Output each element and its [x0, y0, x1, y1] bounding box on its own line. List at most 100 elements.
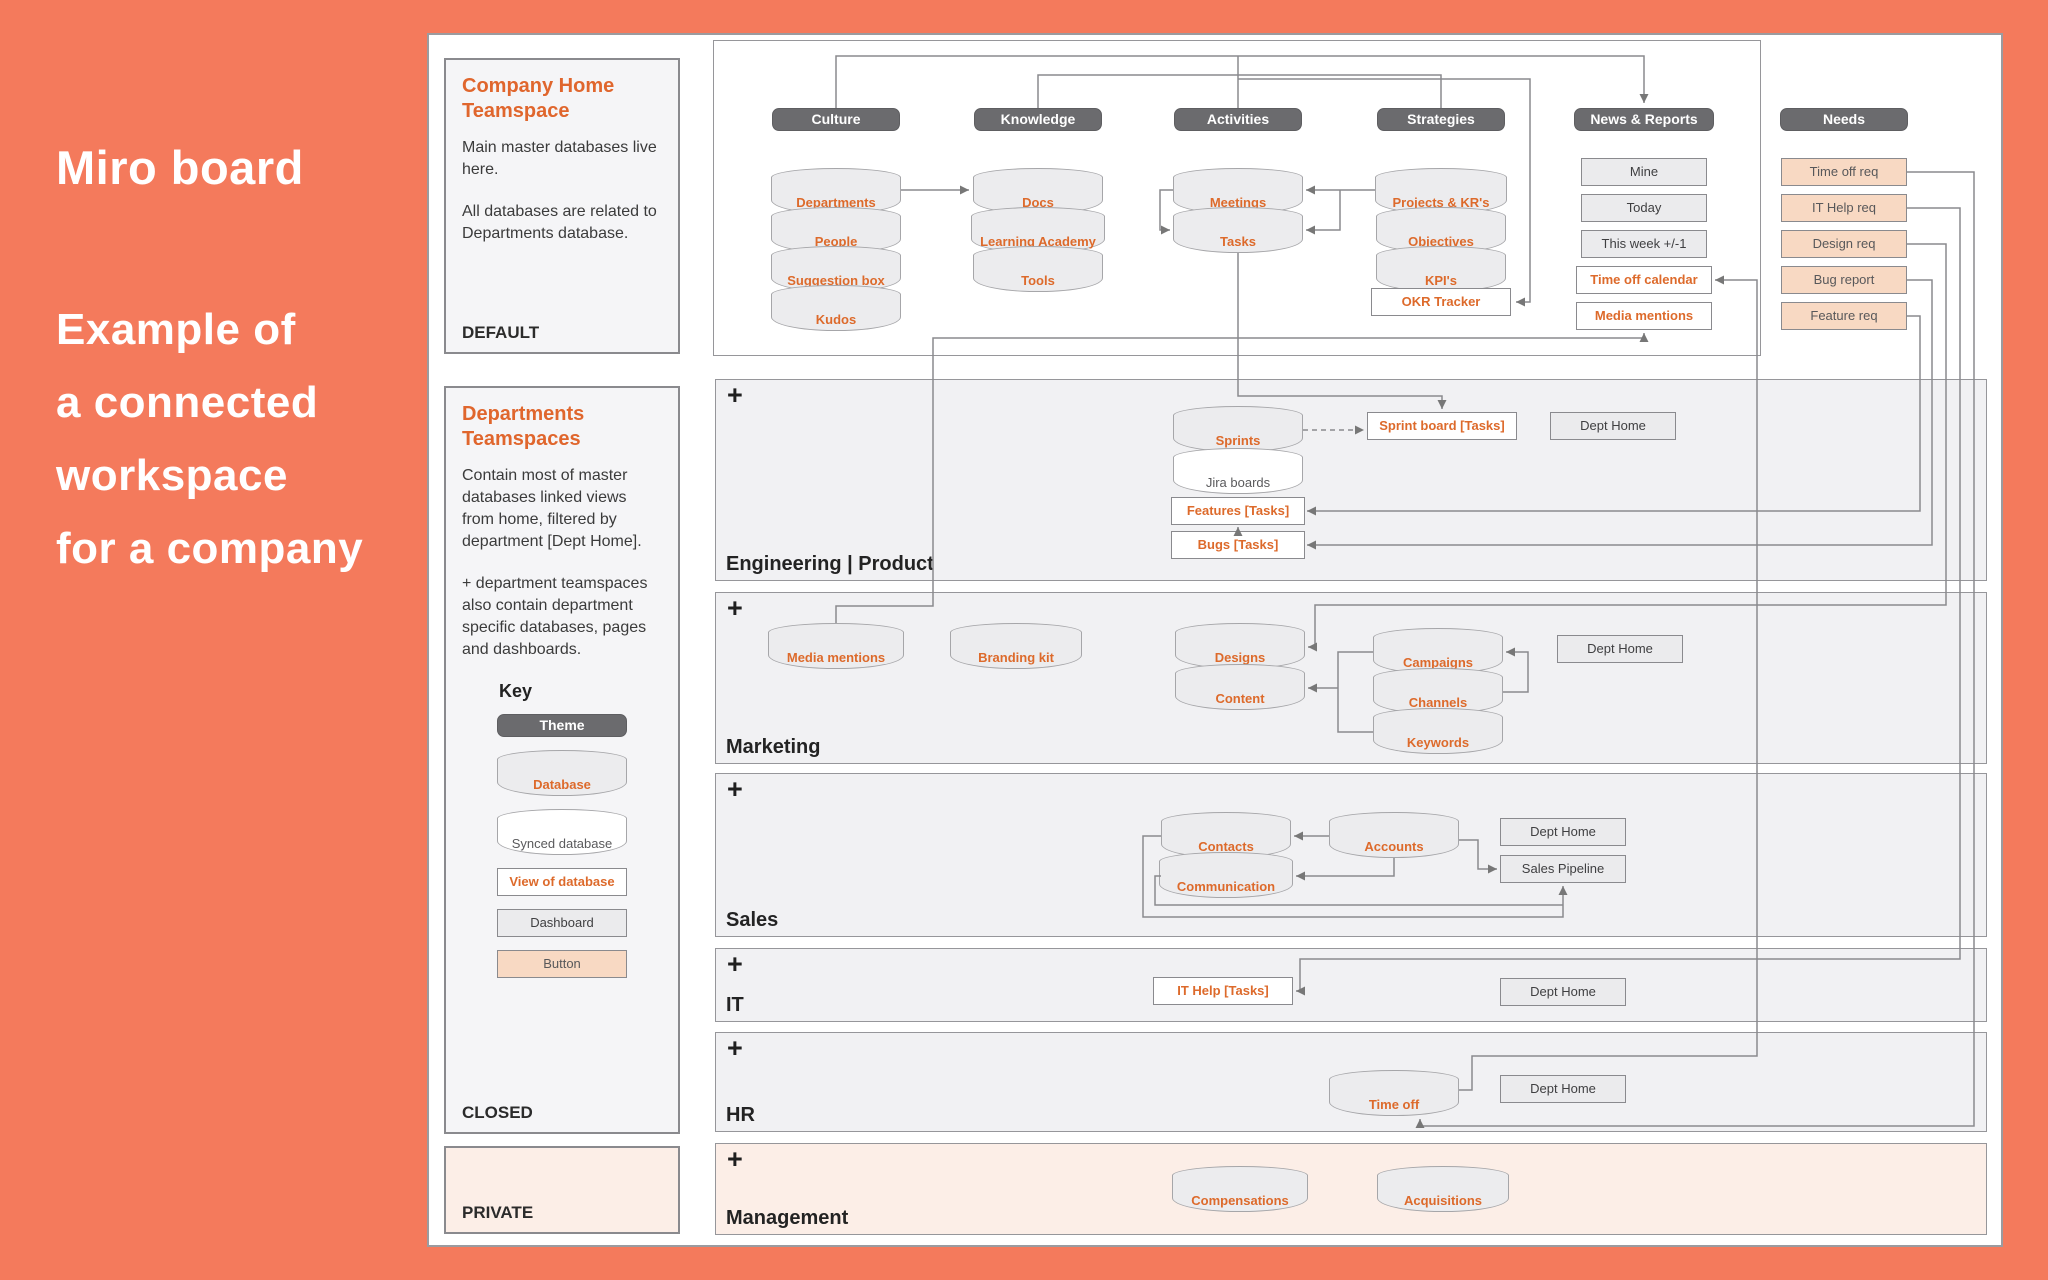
btn-time-off-req[interactable]: Time off req — [1781, 158, 1907, 186]
db-acquisitions[interactable]: Acquisitions — [1377, 1166, 1509, 1212]
view-it-help-tasks[interactable]: IT Help [Tasks] — [1153, 977, 1293, 1005]
panel-paragraph: Main master databases live here. — [462, 139, 657, 178]
db-keywords[interactable]: Keywords — [1373, 708, 1503, 754]
node-label: Bugs [Tasks] — [1197, 537, 1279, 552]
db-accounts[interactable]: Accounts — [1329, 812, 1459, 858]
db-tools[interactable]: Tools — [973, 246, 1103, 292]
db-content[interactable]: Content — [1175, 664, 1305, 710]
theme-news-reports[interactable]: News & Reports — [1574, 108, 1714, 131]
expand-plus-icon[interactable]: + — [727, 949, 743, 979]
expand-plus-icon[interactable]: + — [727, 1033, 743, 1063]
db-database: Database — [497, 750, 627, 796]
view-media-mentions-news[interactable]: Media mentions — [1576, 302, 1712, 330]
key-title: Key — [499, 681, 533, 701]
section-label-closed: CLOSED — [462, 1103, 533, 1122]
node-label: Communication — [1176, 879, 1276, 894]
node-label: Dept Home — [1530, 824, 1596, 839]
private-panel[interactable]: PRIVATE — [444, 1146, 680, 1234]
row-label: HR — [726, 1104, 755, 1126]
dash-dept-home-mktg[interactable]: Dept Home — [1557, 635, 1683, 663]
dash-today[interactable]: Today — [1581, 194, 1707, 222]
node-label: Acquisitions — [1403, 1193, 1482, 1208]
node-label: Button — [543, 956, 581, 971]
dash-sales-pipeline[interactable]: Sales Pipeline — [1500, 855, 1626, 883]
btn-it-help-req[interactable]: IT Help req — [1781, 194, 1907, 222]
db-communication[interactable]: Communication — [1159, 852, 1293, 898]
cylinder-body — [1175, 673, 1305, 710]
db-designs[interactable]: Designs — [1175, 623, 1305, 669]
btn-design-req[interactable]: Design req — [1781, 230, 1907, 258]
node-label: Mine — [1629, 164, 1659, 179]
department-row-engineering-product[interactable]: + Engineering | Product — [715, 379, 1987, 581]
synced-jira-boards[interactable]: Jira boards — [1173, 448, 1303, 494]
node-label: Compensations — [1191, 1193, 1289, 1208]
node-label: Dept Home — [1580, 418, 1646, 433]
annotation-line: workspace — [56, 451, 288, 500]
node-label: Bug report — [1813, 272, 1875, 287]
view-time-off-calendar[interactable]: Time off calendar — [1576, 266, 1712, 294]
section-label-default: DEFAULT — [462, 323, 540, 342]
node-label: Jira boards — [1205, 475, 1271, 490]
panel-paragraph: + department teamspaces also contain dep… — [462, 575, 648, 658]
btn-bug-report[interactable]: Bug report — [1781, 266, 1907, 294]
node-label: Features [Tasks] — [1186, 503, 1290, 518]
theme-needs[interactable]: Needs — [1780, 108, 1908, 131]
theme-culture[interactable]: Culture — [772, 108, 900, 131]
panel-title: Departments Teamspaces — [462, 402, 662, 452]
node-label: Dashboard — [530, 915, 594, 930]
db-kudos[interactable]: Kudos — [771, 285, 901, 331]
annotation-line: Example of — [56, 305, 296, 354]
node-label: Design req — [1812, 236, 1876, 251]
theme-activities[interactable]: Activities — [1174, 108, 1302, 131]
row-label: Management — [726, 1207, 849, 1229]
dash-dept-home-hr[interactable]: Dept Home — [1500, 1075, 1626, 1103]
db-tasks[interactable]: Tasks — [1173, 207, 1303, 253]
db-media-mentions-mktg[interactable]: Media mentions — [768, 623, 904, 669]
panel-paragraph: All databases are related to Departments… — [462, 203, 657, 242]
expand-plus-icon[interactable]: + — [727, 593, 743, 623]
node-label: Designs — [1214, 650, 1266, 665]
expand-plus-icon[interactable]: + — [727, 774, 743, 804]
dash-this-week[interactable]: This week +/-1 — [1581, 230, 1707, 258]
department-row-it[interactable]: +IT — [715, 948, 1987, 1022]
dash-dept-home-eng[interactable]: Dept Home — [1550, 412, 1676, 440]
node-label: Sprint board [Tasks] — [1379, 418, 1505, 433]
db-kpis[interactable]: KPI's — [1376, 246, 1506, 292]
cylinder-body — [1377, 1175, 1509, 1212]
department-row-management[interactable]: + Management — [715, 1143, 1987, 1235]
view-bugs-tasks[interactable]: Bugs [Tasks] — [1171, 531, 1305, 559]
department-row-marketing[interactable]: +Marketing — [715, 592, 1987, 764]
node-label: Learning Academy — [980, 234, 1096, 249]
node-label: Dept Home — [1587, 641, 1653, 656]
db-branding-kit[interactable]: Branding kit — [950, 623, 1082, 669]
db-time-off[interactable]: Time off — [1329, 1070, 1459, 1116]
node-label: Branding kit — [978, 650, 1054, 665]
db-learning-academy[interactable]: Learning Academy — [971, 207, 1105, 253]
dash-dept-home-sales[interactable]: Dept Home — [1500, 818, 1626, 846]
row-label: Engineering | Product — [726, 553, 934, 575]
expand-plus-icon[interactable]: + — [727, 1144, 743, 1174]
db-compensations[interactable]: Compensations — [1172, 1166, 1308, 1212]
departments-teamspaces-panel[interactable]: Departments Teamspaces Contain most of m… — [444, 386, 680, 1134]
expand-plus-icon[interactable]: + — [727, 380, 743, 410]
node-label: Sales Pipeline — [1521, 861, 1605, 876]
view-okr-tracker[interactable]: OKR Tracker — [1371, 288, 1511, 316]
dash-dept-home-it[interactable]: Dept Home — [1500, 978, 1626, 1006]
db-sprints[interactable]: Sprints — [1173, 406, 1303, 452]
node-label: Departments — [796, 195, 876, 210]
button-button: Button — [497, 950, 627, 978]
company-home-teamspace-panel[interactable]: Company Home Teamspace Main master datab… — [444, 58, 680, 354]
cylinder-body — [771, 294, 901, 331]
panel-title-line: Teamspaces — [462, 428, 581, 450]
node-label: Media mentions — [786, 650, 886, 665]
node-label: OKR Tracker — [1401, 294, 1481, 309]
view-sprint-board[interactable]: Sprint board [Tasks] — [1367, 412, 1517, 440]
dash-mine[interactable]: Mine — [1581, 158, 1707, 186]
theme-strategies[interactable]: Strategies — [1377, 108, 1505, 131]
view-features-tasks[interactable]: Features [Tasks] — [1171, 497, 1305, 525]
btn-feature-req[interactable]: Feature req — [1781, 302, 1907, 330]
theme-knowledge[interactable]: Knowledge — [974, 108, 1102, 131]
node-label: Database — [533, 777, 591, 792]
node-label: Dept Home — [1530, 984, 1596, 999]
node-label: Time off calendar — [1590, 272, 1698, 287]
